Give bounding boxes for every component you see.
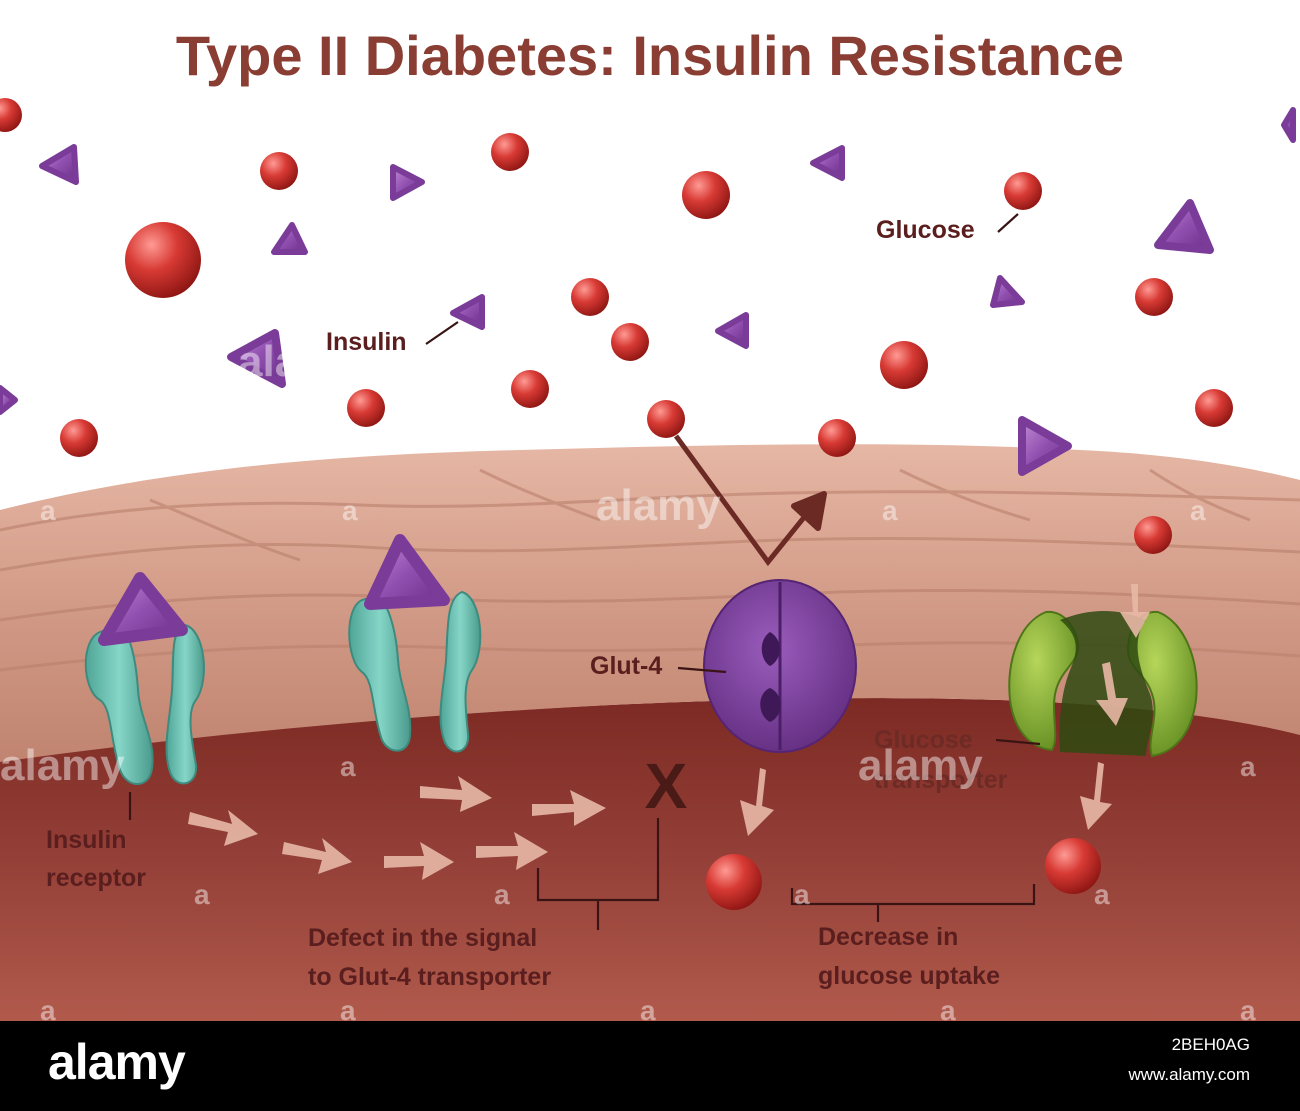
signal-arrow [384, 842, 454, 880]
signal-arrow [532, 790, 606, 826]
glucose-molecule [682, 171, 730, 219]
insulin-molecule [810, 145, 845, 181]
deflection-arrow [673, 434, 827, 567]
watermarks: alamy alamy alamy alamy a a a a a a a a … [0, 337, 1256, 1026]
glut4-leader-line [677, 666, 727, 674]
footer-logo: alamy [48, 1034, 186, 1090]
glucose-molecule [60, 419, 98, 457]
glucose-molecule [511, 370, 549, 408]
insulin-leader-line [425, 321, 459, 345]
insulin-molecule [271, 222, 308, 255]
watermark-letter: a [1240, 751, 1256, 782]
glucose-transporter-label-line1: Glucose [874, 726, 973, 754]
insulin-molecule [990, 275, 1025, 308]
watermark-text: alamy [238, 337, 363, 386]
glucose-molecule [571, 278, 609, 316]
glucose-label: Glucose [876, 216, 975, 244]
insulin-molecule [715, 312, 749, 349]
glut4-transporter [703, 579, 857, 753]
insulin-molecule [227, 329, 286, 388]
watermark-text: alamy [858, 741, 983, 790]
insulin-label: Insulin [326, 328, 407, 356]
glucose-transporter-leader-line [995, 738, 1041, 746]
watermark-text: alamy [0, 741, 125, 790]
glucose-molecule [611, 323, 649, 361]
insulin-receptor-label-line1: Insulin [46, 826, 127, 854]
footer-site-url: www.alamy.com [1128, 1065, 1250, 1084]
glucose-molecule [647, 400, 685, 438]
watermark-letter: a [1240, 995, 1256, 1026]
glucose-molecule [706, 854, 762, 910]
insulin-receptor-label-line2: receptor [46, 864, 146, 892]
glucose-leader-line [997, 213, 1019, 233]
watermark-letter: a [1094, 879, 1110, 910]
watermark-letter: a [1190, 495, 1206, 526]
glucose-transporter [1008, 610, 1198, 758]
bound-insulin-molecule [364, 534, 450, 610]
watermark-letter: a [940, 995, 956, 1026]
insulin-molecule [450, 294, 485, 330]
watermark-letter: a [194, 879, 210, 910]
watermark-letter: a [40, 995, 56, 1026]
decrease-label-line2: glucose uptake [818, 962, 1000, 990]
insulin-receptor [84, 572, 205, 785]
glucose-molecule [125, 222, 201, 298]
signal-arrow [188, 810, 258, 846]
glucose-molecule [1134, 516, 1172, 554]
insulin-molecule [0, 385, 18, 415]
glucose-molecule [491, 133, 529, 171]
glucose-molecule [1135, 278, 1173, 316]
stock-footer-bar: alamy 2BEH0AG www.alamy.com [0, 1021, 1300, 1111]
glucose-molecule [347, 389, 385, 427]
watermark-text: alamy [596, 481, 721, 530]
watermark-letter: a [882, 495, 898, 526]
blocked-signal-mark: X [645, 750, 688, 822]
uptake-arrows [740, 584, 1150, 836]
glucose-molecule [1045, 838, 1101, 894]
insulin-molecule [390, 164, 425, 201]
insulin-molecule [1281, 107, 1296, 143]
glucose-molecule [1195, 389, 1233, 427]
decrease-bracket [790, 884, 1036, 922]
watermark-letter: a [494, 879, 510, 910]
decrease-label-line1: Decrease in [818, 923, 958, 951]
footer-image-id: 2BEH0AG [1171, 1035, 1250, 1054]
page-title: Type II Diabetes: Insulin Resistance [176, 24, 1124, 87]
glucose-molecule [0, 98, 22, 132]
watermark-letter: a [340, 751, 356, 782]
glucose-molecule [818, 419, 856, 457]
signal-arrow [420, 776, 492, 812]
defect-bracket [536, 818, 660, 930]
glut4-label: Glut-4 [590, 652, 662, 680]
membrane-ridges [0, 468, 1300, 672]
watermark-letter: a [640, 995, 656, 1026]
cytoplasm [0, 698, 1300, 1021]
signal-arrow [476, 832, 548, 870]
signal-arrow [282, 838, 352, 874]
defect-label-line1: Defect in the signal [308, 924, 537, 952]
glucose-molecule [1004, 172, 1042, 210]
watermark-letter: a [794, 879, 810, 910]
insulin-molecules [0, 107, 1296, 476]
glucose-molecules [0, 98, 1233, 910]
insulin-molecule [1154, 199, 1214, 254]
glucose-molecule [260, 152, 298, 190]
cell-membrane [0, 444, 1300, 762]
glucose-molecule [880, 341, 928, 389]
watermark-letter: a [40, 495, 56, 526]
insulin-molecule [39, 144, 79, 185]
insulin-receptor [348, 534, 482, 753]
watermark-letter: a [340, 995, 356, 1026]
watermark-letter: a [342, 495, 358, 526]
glucose-transporter-label-line2: transporter [874, 766, 1008, 794]
bound-insulin-molecule [98, 572, 188, 646]
insulin-molecule [1018, 416, 1072, 476]
signal-arrows [188, 776, 606, 880]
defect-label-line2: to Glut-4 transporter [308, 963, 551, 991]
